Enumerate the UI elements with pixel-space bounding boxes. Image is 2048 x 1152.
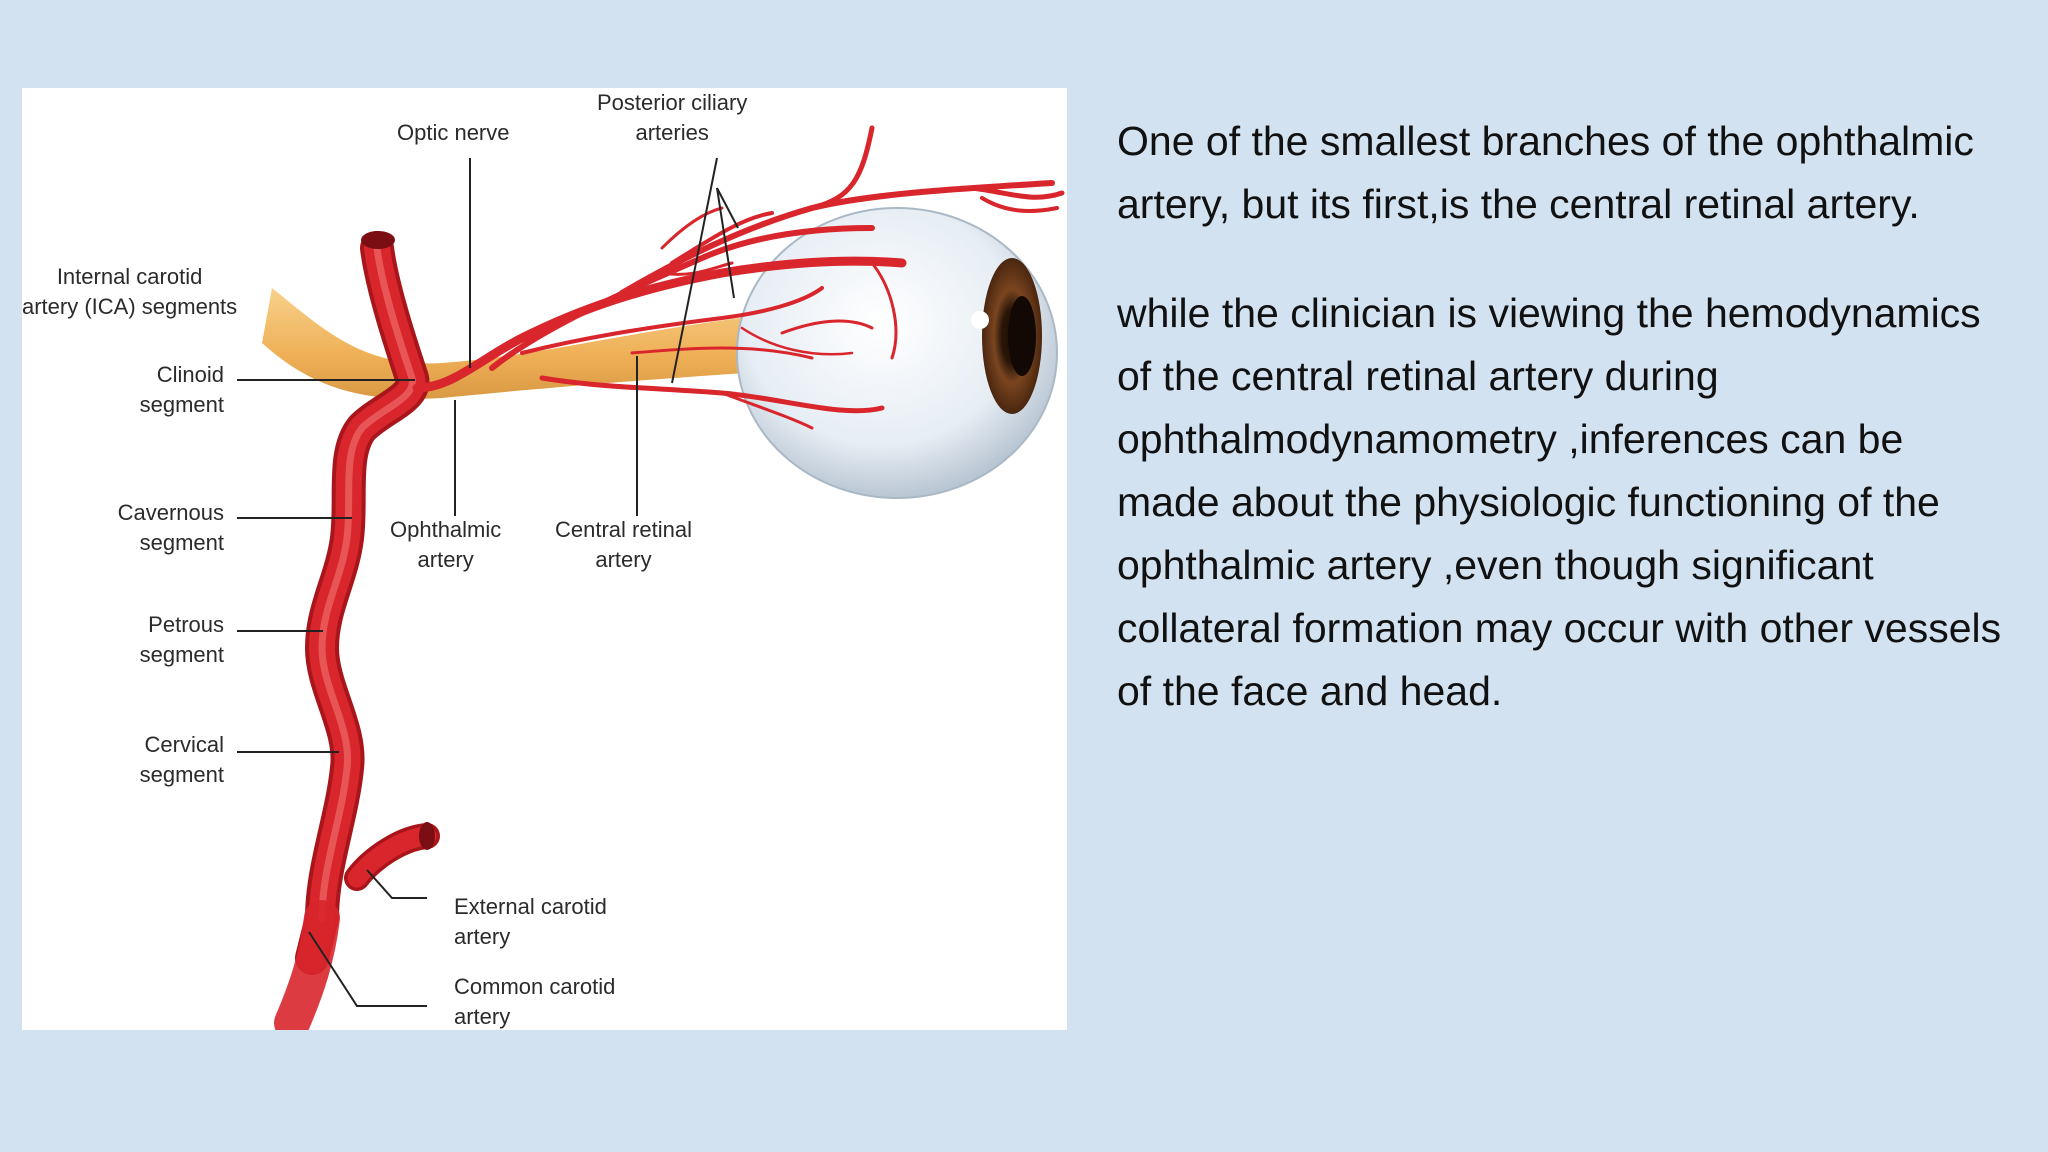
paragraph-1: One of the smallest branches of the opht… — [1117, 118, 1974, 227]
paragraph-2: while the clinician is viewing the hemod… — [1117, 290, 2002, 714]
eye-globe — [736, 207, 1058, 499]
internal-carotid-artery — [274, 231, 440, 1030]
leader-lines — [237, 157, 739, 1007]
ophthalmic-branches — [412, 125, 1065, 430]
artery-diagram — [237, 125, 1065, 1030]
text-panel: One of the smallest branches of the opht… — [1117, 110, 2017, 769]
label-optic-nerve: Optic nerve — [397, 120, 510, 145]
